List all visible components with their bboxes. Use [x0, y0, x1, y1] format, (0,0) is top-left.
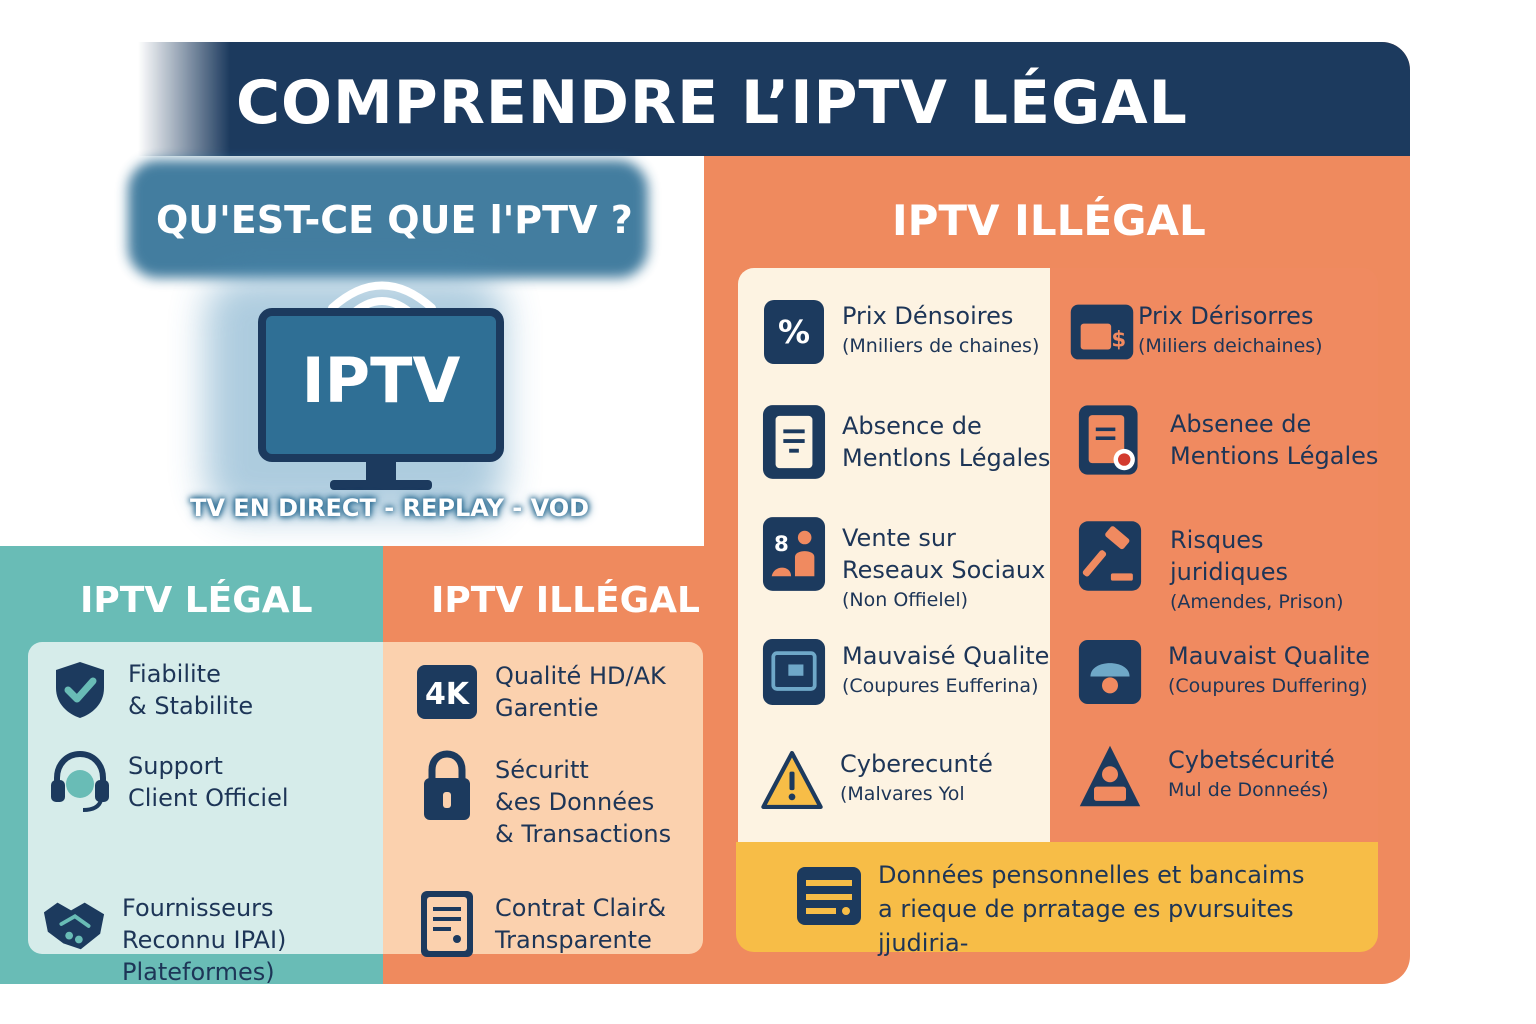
document-icon [762, 405, 826, 479]
contract-icon [421, 891, 473, 957]
item-subtitle: (Amendes, Prison) [1170, 591, 1344, 613]
price-tag-icon: $ [1070, 304, 1134, 360]
list-item: Absence de Mentlons Légales [762, 405, 1051, 479]
page-title: COMPRENDRE L’IPTV LÉGAL [236, 68, 1188, 138]
list-item: Fiabilite & Stabilite [48, 658, 253, 722]
warning-banner: Données pensonnelles et bancaims a riequ… [736, 842, 1378, 957]
svg-text:8: 8 [774, 532, 789, 557]
list-item: Sécuritt &es Données & Transactions [415, 750, 672, 850]
shield-check-icon [56, 662, 104, 718]
item-title: Mauvaist Qualite [1168, 642, 1371, 670]
list-item: $ Prix Dérisorres (Miliers deichaines) [1070, 300, 1323, 364]
item-title: Cyberecunté [840, 750, 993, 778]
tv-icon [258, 308, 504, 490]
list-item-text: Support Client Officiel [128, 752, 289, 812]
legal-heading: IPTV LÉGAL [80, 580, 313, 621]
svg-text:$: $ [1111, 327, 1126, 352]
document-alert-icon [1078, 405, 1138, 475]
header-bar: COMPRENDRE L’IPTV LÉGAL [0, 42, 1410, 156]
list-item: Risques juridiques (Amendes, Prison) [1078, 521, 1344, 616]
list-item: 8 Vente sur Reseaux Sociaux (Non Offielel… [762, 517, 1046, 614]
item-subtitle: (Miliers deichaines) [1138, 335, 1323, 357]
infographic-card: COMPRENDRE L’IPTV LÉGAL QU'EST-CE QUE l'… [0, 42, 1410, 984]
svg-text:%: % [778, 313, 810, 351]
screen-icon [762, 639, 826, 705]
list-item: Contrat Clair& Transparente [415, 891, 667, 957]
headset-icon [51, 750, 109, 812]
illegal-right-heading: IPTV ILLÉGAL [892, 196, 1206, 245]
list-item: Support Client Officiel [48, 750, 289, 814]
handshake-icon [43, 902, 105, 950]
hacker-icon [1079, 745, 1141, 807]
item-subtitle: (Coupures Duffering) [1168, 675, 1368, 697]
item-title: Cybetsécurité [1168, 746, 1335, 774]
legal-section: IPTV LÉGAL Fiabilite & Stabilite [0, 546, 383, 984]
percent-icon: % [764, 300, 824, 364]
intro-section: QU'EST-CE QUE l'PTV ? IPTV TV EN DIRECT … [0, 156, 704, 546]
item-title: Prix Dénsoires [842, 302, 1014, 330]
data-card-icon [797, 867, 861, 925]
warning-text: Données pensonnelles et bancaims a riequ… [878, 861, 1305, 957]
item-title: Mauvaisé Qualite [842, 642, 1050, 670]
list-item-text: Fournisseurs Reconnu IPAI) Plateformes) [122, 894, 287, 984]
list-item: % Prix Dénsoires (Mniliers de chaines) [762, 300, 1039, 364]
list-item-text: Sécuritt &es Données & Transactions [495, 756, 672, 848]
padlock-icon [424, 750, 470, 820]
item-title: Absenee de Mentions Légales [1170, 410, 1379, 470]
intro-question: QU'EST-CE QUE l'PTV ? [156, 198, 633, 242]
list-item: Absenee de Mentions Légales [1078, 405, 1379, 475]
list-item: Fournisseurs Reconnu IPAI) Plateformes) [42, 892, 286, 984]
4k-icon: 4K [417, 665, 477, 719]
list-item-text: Qualité HD/AK Garentie [495, 662, 666, 722]
people-icon: 8 [762, 517, 826, 591]
illegal-mid-section: IPTV ILLÉGAL 4K Qualité HD/AK Garentie S… [383, 546, 704, 984]
item-subtitle: (Non Offielel) [842, 589, 969, 611]
list-item: Mauvaisé Qualite (Coupures Eufferina) [762, 639, 1050, 705]
item-title: Risques juridiques [1170, 526, 1289, 586]
intro-subtitle: TV EN DIRECT - REPLAY - VOD [190, 494, 590, 522]
item-subtitle: (Coupures Eufferina) [842, 675, 1039, 697]
illegal-mid-heading: IPTV ILLÉGAL [431, 580, 700, 621]
broken-signal-icon [1078, 640, 1142, 704]
list-item: Cyberecunté (Malvares Yol [760, 748, 993, 812]
item-subtitle: (Mniliers de chaines) [842, 335, 1040, 357]
list-item-text: Contrat Clair& Transparente [495, 894, 667, 954]
gavel-icon [1078, 521, 1142, 591]
list-item: Mauvaist Qualite (Coupures Duffering) [1078, 640, 1370, 704]
item-title: Vente sur Reseaux Sociaux [842, 524, 1046, 584]
tv-label: IPTV [301, 344, 461, 417]
item-title: Absence de Mentlons Légales [842, 412, 1051, 472]
item-title: Prix Dérisorres [1138, 302, 1314, 330]
svg-text:4K: 4K [425, 677, 471, 712]
list-item-text: Fiabilite & Stabilite [128, 660, 254, 720]
list-item: 4K Qualité HD/AK Garentie [415, 660, 666, 724]
item-subtitle: (Malvares Yol [840, 783, 965, 805]
warning-icon [761, 750, 823, 810]
item-subtitle: Mul de Donneés) [1168, 779, 1329, 801]
